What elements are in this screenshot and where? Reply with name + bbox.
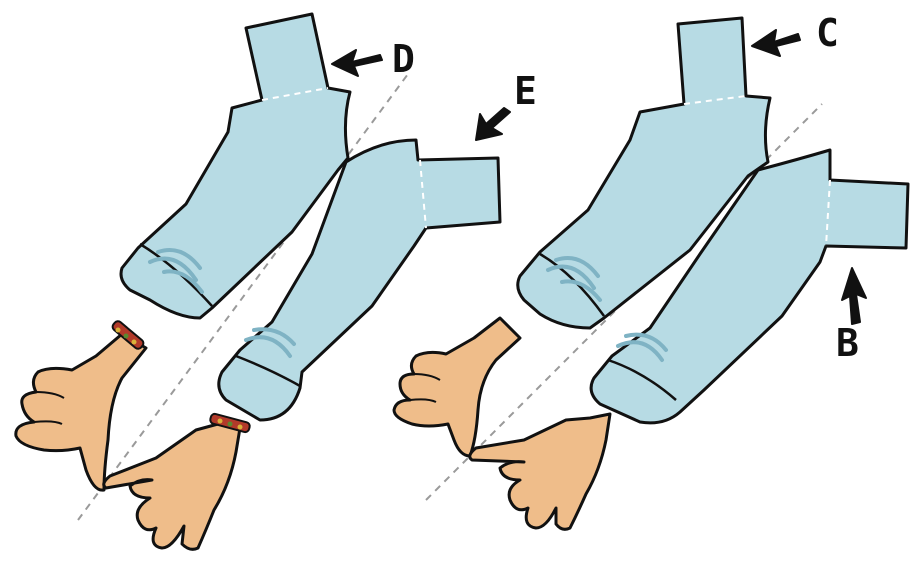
sleeve-e-cuff-line (235, 354, 301, 388)
sleeve-b-cuff-line (607, 358, 677, 401)
hand-right-upper-shape (392, 316, 522, 458)
label-d: D (392, 37, 415, 81)
sleeve-e-body (217, 138, 502, 422)
label-b: B (836, 321, 859, 365)
hand-left-upper-fingers (33, 391, 65, 425)
sleeve-e-fold-shadow (244, 327, 296, 358)
sleeve-c (516, 16, 772, 330)
sleeve-b (589, 148, 910, 425)
hand-right-upper (392, 316, 522, 458)
hand-left-upper-shape (14, 332, 148, 492)
callout-e: E (475, 69, 537, 141)
hand-left-lower-shape (102, 422, 242, 551)
sleeve-b-fold-shadow (616, 332, 668, 362)
sleeve-e-seam (419, 159, 427, 229)
sleeve-b-seam (825, 179, 831, 247)
arrow-icon (331, 49, 383, 77)
sleeve-d-fold-shadow (148, 248, 204, 294)
label-e: E (514, 69, 537, 113)
sleeve-c-fold-shadow (546, 256, 602, 302)
arrow-icon (475, 107, 511, 141)
right-fold-line (425, 103, 823, 501)
callout-c: C (751, 11, 839, 57)
bracelet-left-lower (209, 412, 251, 434)
left-fold-line (77, 73, 409, 521)
sleeve-d-body (119, 12, 352, 320)
sleeve-d-seam (261, 87, 329, 101)
bracelet-left-upper (111, 320, 145, 350)
hand-right-lower (468, 412, 612, 531)
right-panel: C B (392, 11, 910, 531)
hand-right-upper-fingers (409, 373, 441, 403)
hand-right-lower-shape (468, 412, 612, 531)
sleeve-b-body (589, 148, 910, 425)
left-panel: D E (14, 12, 537, 551)
callout-d: D (331, 37, 415, 81)
sleeve-d (119, 12, 352, 320)
callout-b: B (836, 267, 867, 365)
hand-left-upper (14, 320, 148, 492)
sleeve-c-cuff-line (539, 252, 606, 317)
label-c: C (816, 11, 839, 55)
arrow-icon (751, 29, 801, 57)
sleeve-c-body (516, 16, 772, 330)
hand-left-lower (102, 412, 251, 551)
arrow-icon (841, 267, 867, 325)
sleeve-e (217, 138, 502, 422)
